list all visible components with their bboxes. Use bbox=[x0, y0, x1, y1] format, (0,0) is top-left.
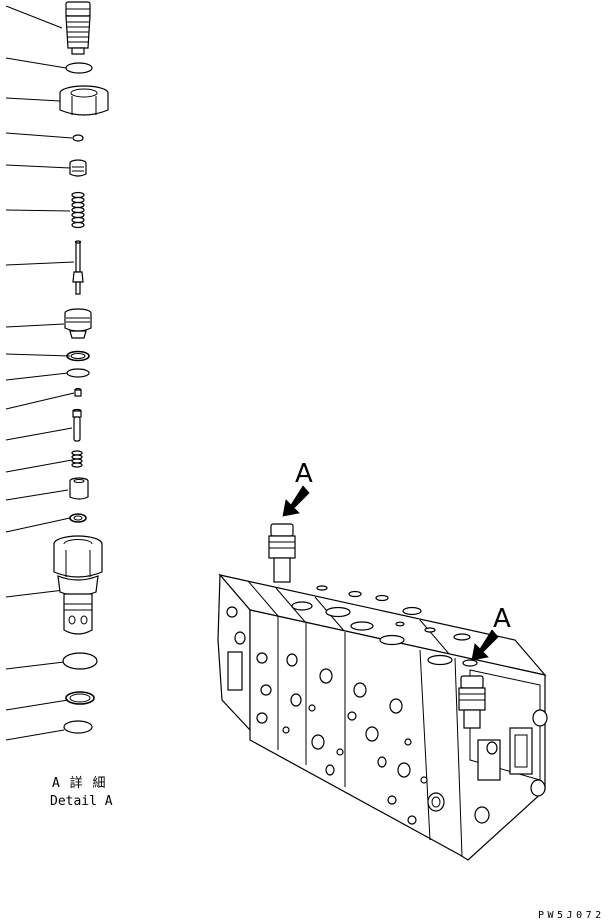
ball-part bbox=[72, 134, 84, 142]
backup-ring-part bbox=[66, 350, 90, 362]
o-ring-part bbox=[63, 720, 93, 734]
pin-part bbox=[74, 387, 82, 397]
piston-part bbox=[72, 408, 82, 442]
ring-part bbox=[69, 513, 87, 523]
control-valve-assembly bbox=[217, 523, 548, 861]
plug-part bbox=[65, 1, 91, 55]
spring-part bbox=[71, 191, 85, 229]
o-ring-part bbox=[66, 368, 90, 378]
valve-seat-part bbox=[64, 308, 92, 339]
installed-relief-valve-right bbox=[458, 675, 486, 729]
callout-label-left: A bbox=[295, 459, 313, 489]
callout-label-right: A bbox=[493, 604, 511, 634]
backup-ring-part bbox=[65, 691, 95, 705]
poppet-rod-part bbox=[72, 240, 84, 295]
nut-part bbox=[59, 85, 109, 116]
spring-seat-part bbox=[69, 159, 87, 177]
o-ring-part bbox=[62, 652, 98, 670]
small-spring-part bbox=[71, 450, 83, 468]
o-ring-part bbox=[65, 62, 93, 74]
relief-valve-body-part bbox=[53, 535, 103, 635]
detail-label-jp: A 詳 細 bbox=[52, 775, 106, 791]
sleeve-part bbox=[69, 477, 89, 500]
installed-relief-valve-left bbox=[268, 523, 296, 583]
callout-arrow-left bbox=[282, 485, 310, 517]
detail-label-en: Detail A bbox=[50, 794, 113, 809]
drawing-code: PW5J072 bbox=[538, 910, 605, 921]
callout-arrow-right bbox=[471, 629, 499, 661]
leader-lines bbox=[5, 5, 75, 741]
